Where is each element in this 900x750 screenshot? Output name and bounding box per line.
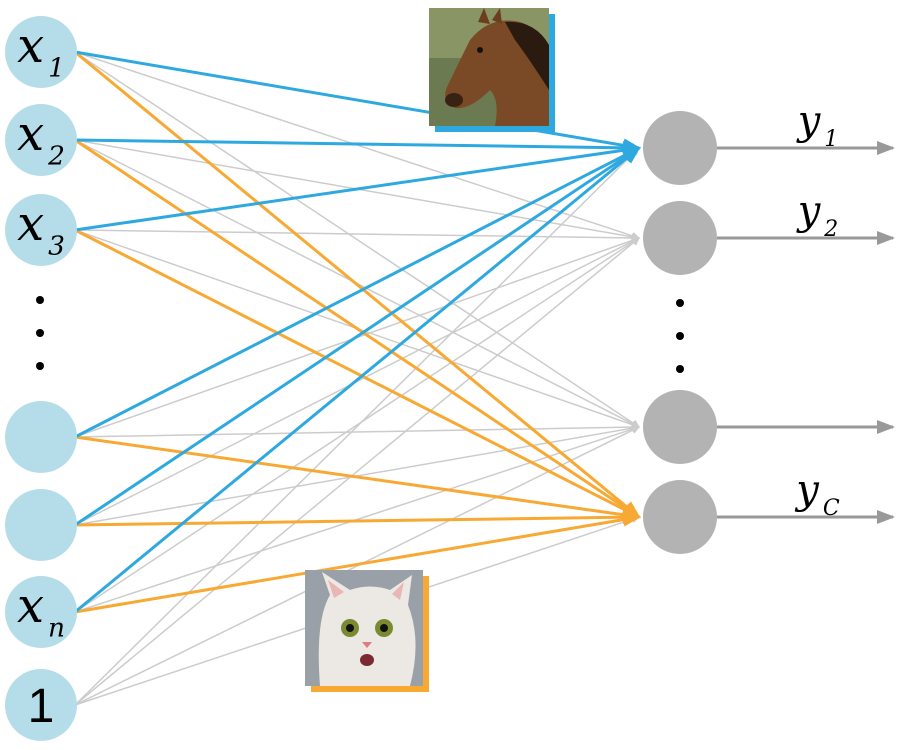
output-label-3-sub: C [823, 496, 840, 521]
output-label-0-sub: 1 [824, 127, 838, 152]
horse-image [429, 8, 555, 132]
bias-label: 1 [28, 680, 55, 733]
input-label-1-main: x [17, 106, 44, 162]
input-node-circle [5, 401, 77, 473]
input-node-circle [5, 489, 77, 561]
cat-edge-3 [74, 435, 641, 522]
output-node-circle [643, 480, 717, 554]
input-label-2-sub: 3 [48, 230, 65, 261]
edge-in6-out1 [74, 237, 640, 706]
output-label-1-main: y [796, 188, 822, 234]
cat-image [305, 570, 429, 692]
input-node-circle [5, 16, 77, 88]
input-node-4 [5, 489, 77, 561]
output-label-1-sub: 2 [823, 217, 838, 242]
horse-edge-5 [74, 146, 641, 614]
edge-in5-out1 [74, 237, 640, 613]
cat-edge-1 [74, 138, 641, 519]
input-node-circle [5, 669, 77, 741]
input-node-6: 1 [5, 669, 77, 741]
output-label-0-main: y [796, 98, 822, 144]
input-ellipsis [36, 296, 44, 370]
cat-edge-0 [74, 50, 641, 519]
input-label-0-sub: 1 [48, 52, 65, 83]
edge-in6-out0 [74, 147, 640, 706]
edge-in2-out1 [74, 229, 640, 242]
output-node-circle [643, 201, 717, 275]
output-node-circle [643, 390, 717, 464]
input-label-1-sub: 2 [47, 140, 65, 171]
input-node-circle [5, 104, 77, 176]
cat-edge-5 [74, 512, 641, 614]
cat-edge-4 [74, 510, 641, 527]
input-label-5-sub: n [48, 612, 65, 643]
output-label-3-main: y [794, 467, 820, 513]
horse-edge-2 [74, 143, 641, 232]
horse-edge-3 [74, 146, 641, 439]
horse-edge-1 [74, 138, 641, 155]
input-label-5-main: x [17, 578, 44, 634]
input-node-3 [5, 401, 77, 473]
edge-in0-out2 [74, 51, 640, 428]
output-ellipsis [676, 299, 684, 373]
horse-edge-4 [74, 146, 641, 527]
output-node-circle [643, 111, 717, 185]
highlighted-edges [74, 50, 641, 614]
cat-edge-2 [74, 228, 641, 519]
input-label-2-main: x [17, 196, 44, 252]
output-node-2 [643, 390, 717, 464]
edge-in3-out2 [74, 423, 640, 438]
input-label-0-main: x [17, 18, 44, 74]
input-node-circle [5, 576, 77, 648]
input-node-circle [5, 194, 77, 266]
output-arrows [717, 141, 895, 524]
